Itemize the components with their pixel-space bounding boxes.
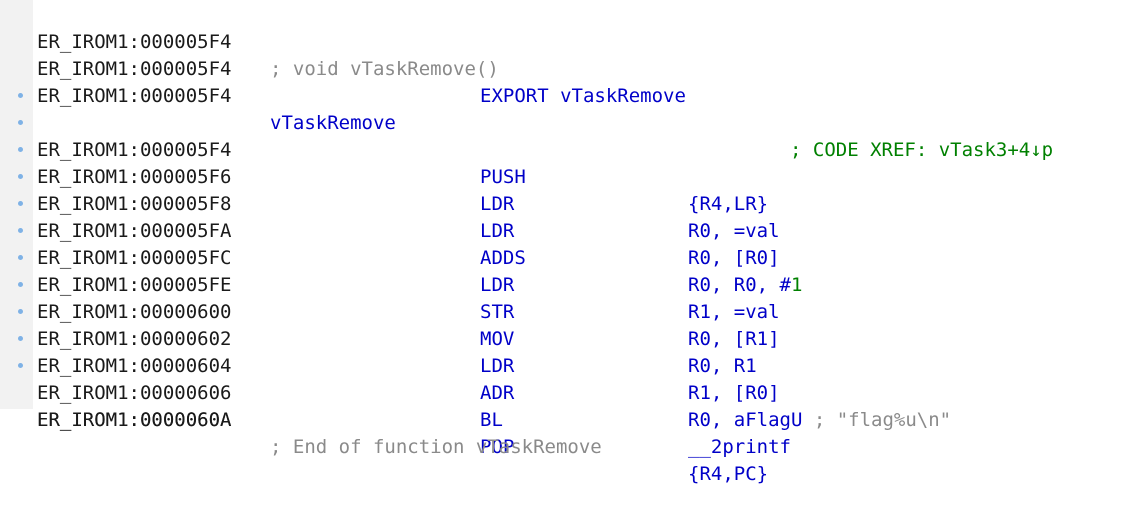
address: ER_IROM1:000005FA xyxy=(37,220,232,242)
breakpoint-dot-icon[interactable] xyxy=(18,282,23,287)
mnemonic: ADR xyxy=(480,382,515,404)
mnemonic: LDR xyxy=(480,220,515,242)
operands: R0, R0, #1 xyxy=(688,272,802,299)
operands: {R4,LR} xyxy=(688,193,769,215)
mnemonic: LDR xyxy=(480,355,515,377)
address: ER_IROM1:000005F4 xyxy=(37,85,232,107)
address: ER_IROM1:000005F4 xyxy=(37,31,232,53)
function-header-line[interactable]: ER_IROM1:000005F4 ; void vTaskRemove() xyxy=(0,2,1147,80)
instruction-line[interactable]: ER_IROM1:00000604 ADR R0, aFlagU ; "flag… xyxy=(0,299,1147,431)
mnemonic: LDR xyxy=(480,193,515,215)
address: ER_IROM1:00000600 xyxy=(37,301,232,323)
address: ER_IROM1:0000060A xyxy=(37,409,232,431)
breakpoint-dot-icon[interactable] xyxy=(18,309,23,314)
operands: R0, [R1] xyxy=(688,328,780,350)
address: ER_IROM1:000005FC xyxy=(37,247,232,269)
instruction-line[interactable]: ER_IROM1:000005F4 PUSH {R4,LR} xyxy=(0,83,1147,215)
mnemonic: PUSH xyxy=(480,166,526,188)
instruction-line[interactable]: ER_IROM1:000005FA ADDS R0, R0, #1 xyxy=(0,164,1147,296)
operands: R0, =val xyxy=(688,220,780,242)
mnemonic: MOV xyxy=(480,328,515,350)
breakpoint-dot-icon[interactable] xyxy=(18,174,23,179)
instruction-line[interactable]: ER_IROM1:000005F8 LDR R0, [R0] xyxy=(0,137,1147,269)
operands: R1, =val xyxy=(688,301,780,323)
immediate-value: 1 xyxy=(790,274,803,296)
code-xref-comment[interactable]: ; CODE XREF: vTask3+4↓p xyxy=(790,139,1054,161)
operand-registers: R0, R0, # xyxy=(688,274,791,296)
breakpoint-dot-icon[interactable] xyxy=(18,228,23,233)
mnemonic: STR xyxy=(480,301,515,323)
export-line[interactable]: ER_IROM1:000005F4 EXPORT vTaskRemove xyxy=(0,29,1147,107)
operands: R0, R1 xyxy=(688,355,757,377)
instruction-line[interactable]: ER_IROM1:000005FE STR R0, [R1] xyxy=(0,218,1147,350)
function-footer-line[interactable]: ER_IROM1:0000060A ; End of function vTas… xyxy=(0,380,1147,458)
address: ER_IROM1:000005F8 xyxy=(37,193,232,215)
address: ER_IROM1:000005F6 xyxy=(37,166,232,188)
string-comment: ; "flag%u\n" xyxy=(802,409,952,431)
breakpoint-dot-icon[interactable] xyxy=(18,363,23,368)
instruction-line[interactable]: ER_IROM1:0000060A POP {R4,PC} xyxy=(0,353,1147,485)
function-signature-comment: ; void vTaskRemove() xyxy=(270,58,499,80)
instruction-line[interactable]: ER_IROM1:000005F6 LDR R0, =val xyxy=(0,110,1147,242)
address: ER_IROM1:00000606 xyxy=(37,382,232,404)
instruction-line[interactable]: ER_IROM1:00000606 BL __2printf xyxy=(0,326,1147,458)
operands: {R4,PC} xyxy=(688,463,769,485)
address: ER_IROM1:000005F4 xyxy=(37,139,232,161)
operands: R0, aFlagU ; "flag%u\n" xyxy=(688,407,951,434)
export-directive: EXPORT vTaskRemove xyxy=(480,85,686,107)
breakpoint-dot-icon[interactable] xyxy=(18,255,23,260)
mnemonic: ADDS xyxy=(480,247,526,269)
address: ER_IROM1:000005F4 xyxy=(37,58,232,80)
instruction-line[interactable]: ER_IROM1:000005FC LDR R1, =val xyxy=(0,191,1147,323)
address: ER_IROM1:00000604 xyxy=(37,355,232,377)
instruction-line[interactable]: ER_IROM1:00000600 MOV R0, R1 xyxy=(0,245,1147,377)
function-label[interactable]: vTaskRemove xyxy=(270,112,396,134)
address: ER_IROM1:00000602 xyxy=(37,328,232,350)
breakpoint-dot-icon[interactable] xyxy=(18,147,23,152)
function-label-line[interactable]: ER_IROM1:000005F4 vTaskRemove ; CODE XRE… xyxy=(0,56,1147,161)
listing-gutter xyxy=(0,0,33,409)
operands: R1, [R0] xyxy=(688,382,780,404)
instruction-line[interactable]: ER_IROM1:00000602 LDR R1, [R0] xyxy=(0,272,1147,404)
disassembly-listing[interactable]: ER_IROM1:000005F4 ; void vTaskRemove() E… xyxy=(0,2,1147,485)
operands[interactable]: __2printf xyxy=(688,436,791,458)
address: ER_IROM1:000005FE xyxy=(37,274,232,296)
breakpoint-dot-icon[interactable] xyxy=(18,336,23,341)
operand-registers: R0, aFlagU xyxy=(688,409,803,431)
mnemonic: LDR xyxy=(480,274,515,296)
breakpoint-dot-icon[interactable] xyxy=(18,120,23,125)
breakpoint-dot-icon[interactable] xyxy=(18,201,23,206)
breakpoint-dot-icon[interactable] xyxy=(18,93,23,98)
end-of-function-comment: ; End of function vTaskRemove xyxy=(270,436,602,458)
mnemonic: BL xyxy=(480,409,503,431)
operands: R0, [R0] xyxy=(688,247,780,269)
